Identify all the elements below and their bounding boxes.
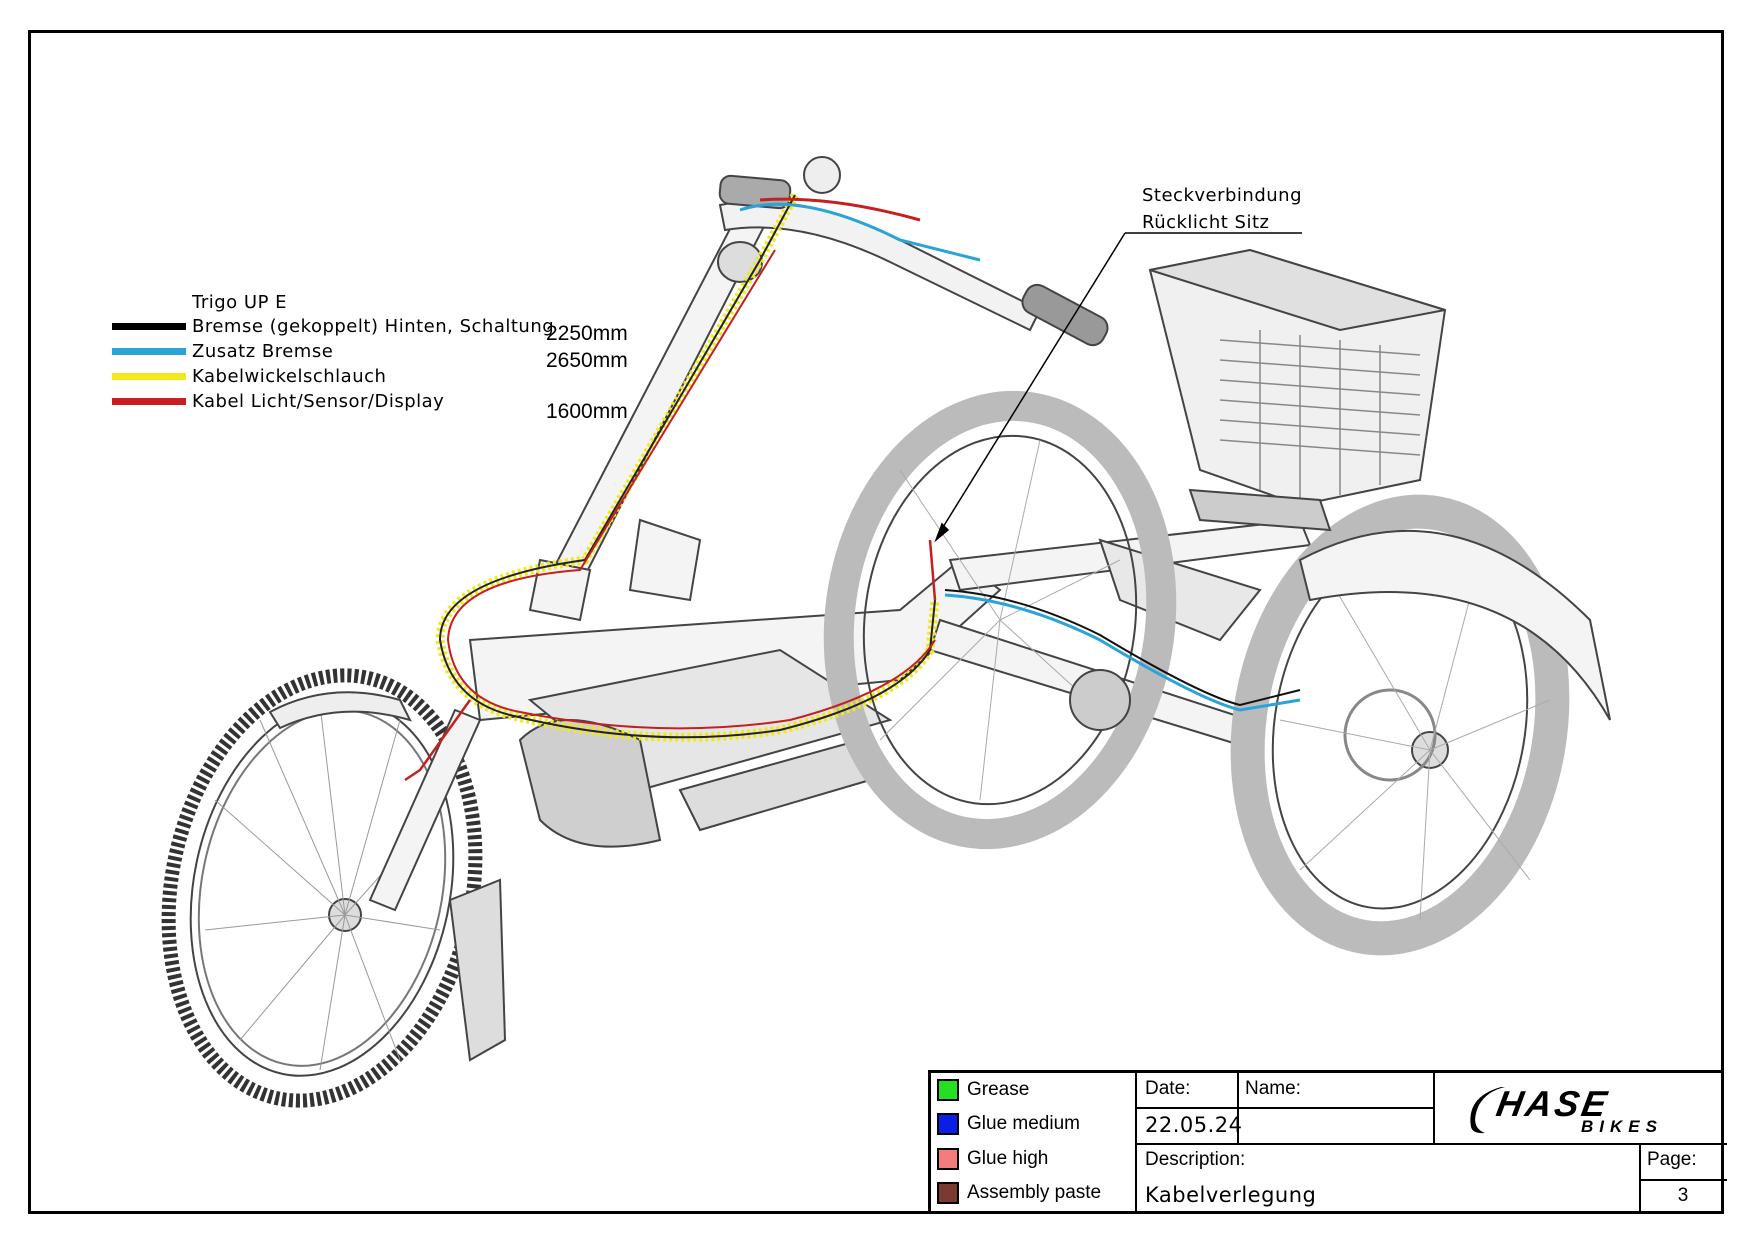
date-label: Date: (1145, 1078, 1191, 1099)
legend-label: Bremse (gekoppelt) Hinten, Schaltung (192, 315, 555, 337)
middle-wheel (823, 390, 1177, 850)
logo-subtext: BIKES (1581, 1117, 1663, 1136)
grease-swatch (937, 1079, 959, 1101)
drawing-frame (28, 30, 1724, 1214)
front-wheel (161, 668, 507, 1108)
rear-wheel (1230, 494, 1611, 956)
date-value: 22.05.24 (1145, 1113, 1243, 1137)
length-extra-brake: 2650mm (546, 349, 628, 372)
legend-item-cable-wrap: Kabelwickelschlauch (112, 364, 386, 388)
description-value: Kabelverlegung (1145, 1183, 1317, 1207)
legend-item-brake: Bremse (gekoppelt) Hinten, Schaltung (112, 314, 554, 338)
legend-swatch-black (112, 322, 186, 330)
legend-label: Zusatz Bremse (192, 340, 334, 362)
legend-swatch-red (112, 397, 186, 405)
callout-leader (934, 232, 1302, 543)
connector-callout: Steckverbindung Rücklicht Sitz (1142, 182, 1302, 236)
legend-label: Kabel Licht/Sensor/Display (192, 390, 445, 412)
title-block: Grease Glue medium Glue high Assembly pa… (928, 1070, 1727, 1214)
material-label: Grease (967, 1079, 1030, 1100)
basket (1148, 248, 1447, 532)
material-label: Glue medium (967, 1113, 1080, 1134)
legend-item-extra-brake: Zusatz Bremse (112, 339, 333, 363)
logo-swoosh-icon (1470, 1087, 1505, 1134)
cable-routing (404, 192, 1301, 782)
legend-swatch-blue (112, 347, 186, 355)
hase-bikes-logo: HASE BIKES (1461, 1079, 1701, 1139)
material-glue-high: Glue high (937, 1148, 1048, 1170)
material-label: Glue high (967, 1148, 1049, 1169)
glue-high-swatch (937, 1148, 959, 1170)
handlebar (717, 156, 1109, 347)
material-grease: Grease (937, 1079, 1029, 1101)
page-value: 3 (1677, 1185, 1689, 1206)
name-label: Name: (1245, 1078, 1301, 1099)
glue-medium-swatch (937, 1113, 959, 1135)
callout-line-1: Steckverbindung (1142, 185, 1303, 206)
material-assembly-paste: Assembly paste (937, 1182, 1101, 1204)
legend-item-light-cable: Kabel Licht/Sensor/Display (112, 389, 444, 413)
legend-label: Kabelwickelschlauch (192, 365, 387, 387)
material-glue-medium: Glue medium (937, 1113, 1080, 1135)
legend-title: Trigo UP E (192, 292, 288, 313)
assembly-paste-swatch (937, 1182, 959, 1204)
legend-swatch-yellow (112, 372, 186, 380)
page-label: Page: (1647, 1149, 1697, 1170)
description-label: Description: (1145, 1149, 1246, 1170)
callout-line-2: Rücklicht Sitz (1142, 212, 1270, 233)
material-label: Assembly paste (967, 1182, 1102, 1203)
length-light-cable: 1600mm (546, 400, 628, 423)
length-brake: 2250mm (546, 322, 628, 345)
